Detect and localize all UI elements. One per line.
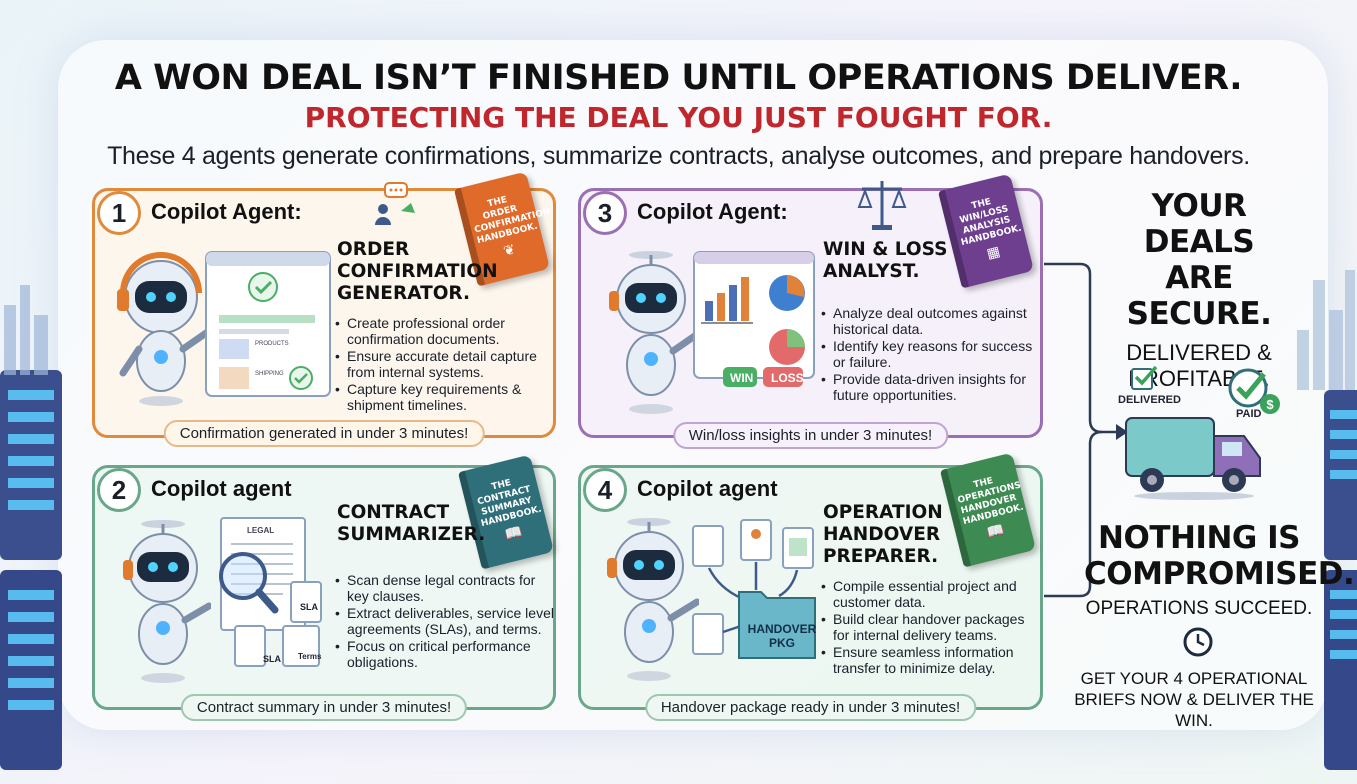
page-title: A WON DEAL ISN’T FINISHED UNTIL OPERATIO… [114, 58, 1243, 98]
win-badge: WIN [730, 371, 754, 385]
delivered-check-icon [1131, 365, 1158, 390]
card-number: 1 [97, 191, 141, 235]
list-item: Analyze deal outcomes against historical… [819, 305, 1041, 337]
feature-list: Analyze deal outcomes against historical… [819, 305, 1041, 404]
truck-icon [1125, 417, 1261, 500]
robot-icon [607, 518, 699, 681]
agent-card-contract-summarizer: 2 Copilot agent LEGAL SLA SLA Terms THE … [92, 454, 556, 721]
list-item: Provide data-driven insights for future … [819, 371, 1041, 403]
paid-check-icon: $ [1228, 368, 1280, 414]
agent-role-title: WIN & LOSS ANALYST. [823, 239, 948, 282]
list-item: Create professional order confirmation d… [333, 315, 555, 347]
card-number: 3 [583, 191, 627, 235]
agent-card-operation-handover: 4 Copilot agent HANDOVER PKG THE OPERATI… [578, 452, 1043, 721]
list-item: Ensure seamless information transfer to … [819, 644, 1041, 676]
header: A WON DEAL ISN’T FINISHED UNTIL OPERATIO… [0, 58, 1357, 172]
agent-role-title: ORDER CONFIRMATION GENERATOR. [337, 239, 498, 304]
list-item: Identify key reasons for success or fail… [819, 338, 1041, 370]
handover-folder-illustration [692, 519, 816, 659]
city-skyline-right [1297, 270, 1355, 390]
time-badge: Win/loss insights in under 3 minutes! [672, 422, 949, 449]
time-badge: Handover package ready in under 3 minute… [644, 694, 977, 721]
cta-text: GET YOUR 4 OPERATIONAL BRIEFS NOW & DELI… [1074, 669, 1314, 730]
list-item: Capture key requirements & shipment time… [333, 381, 555, 413]
robot-icon [609, 251, 701, 414]
loss-badge: LOSS [771, 371, 804, 385]
folder-label: HANDOVER PKG [747, 622, 817, 650]
list-item: Focus on critical performance obligation… [333, 638, 555, 670]
agent-label: Copilot agent [151, 476, 292, 501]
card-number: 2 [97, 468, 141, 512]
time-badge: Confirmation generated in under 3 minute… [163, 420, 485, 447]
page-subtitle: PROTECTING THE DEAL YOU JUST FOUGHT FOR. [304, 101, 1053, 134]
feature-list: Create professional order confirmation d… [333, 315, 555, 414]
scale-icon [857, 181, 907, 230]
screen-label-products: PRODUCTS [255, 341, 289, 347]
agent-label: Copilot Agent: [637, 199, 788, 224]
agent-role-title: OPERATION HANDOVER PREPARER. [823, 502, 943, 567]
outcome-heading: YOUR DEALS ARE SECURE. [1126, 188, 1272, 332]
agent-card-win-loss-analyst: 3 Copilot Agent: WIN LOSS THE WIN/LOSS A… [578, 173, 1043, 449]
card-number: 4 [583, 468, 627, 512]
win-loss-dashboard-illustration [693, 251, 815, 387]
agent-label: Copilot Agent: [151, 199, 302, 224]
doc-label-sla: SLA [300, 602, 318, 612]
clock-icon [1183, 627, 1213, 657]
server-rack-icon [0, 370, 62, 770]
chat-icon [375, 182, 415, 225]
contract-documents-illustration [219, 517, 322, 667]
city-skyline-left [4, 285, 48, 375]
robot-icon [117, 252, 209, 406]
outcome-subheading-2: OPERATIONS SUCCEED. [1085, 598, 1313, 619]
list-item: Ensure accurate detail capture from inte… [333, 348, 555, 380]
feature-list: Compile essential project and customer d… [819, 578, 1041, 677]
outcome-panel-bottom: NOTHING IS COMPROMISED. OPERATIONS SUCCE… [1060, 520, 1355, 622]
paid-label: PAID [1236, 408, 1262, 420]
list-item: Build clear handover packages for intern… [819, 611, 1041, 643]
list-item: Compile essential project and customer d… [819, 578, 1041, 610]
page-tagline: These 4 agents generate confirmations, s… [107, 142, 1250, 170]
time-badge: Contract summary in under 3 minutes! [180, 694, 468, 721]
order-screen-illustration [205, 251, 331, 397]
list-item: Scan dense legal contracts for key claus… [333, 572, 555, 604]
agent-label: Copilot agent [637, 476, 778, 501]
doc-label-legal: LEGAL [247, 526, 275, 535]
outcome-panel: YOUR DEALS ARE SECURE. DELIVERED & PROFI… [1060, 188, 1338, 392]
server-rack-icon [1324, 390, 1357, 770]
robot-icon [123, 520, 211, 683]
agent-role-title: CONTRACT SUMMARIZER. [337, 502, 486, 545]
doc-label-sla: SLA [263, 654, 281, 664]
feature-list: Scan dense legal contracts for key claus… [333, 572, 555, 671]
screen-label-shipping: SHIPPING [255, 371, 284, 377]
outcome-heading-2: NOTHING IS COMPROMISED. [1084, 520, 1355, 592]
connector-arrow [1044, 262, 1128, 598]
agent-card-order-confirmation: 1 Copilot Agent: PRODUCTS SHIPPING THE O… [92, 171, 556, 447]
doc-label-terms: Terms [298, 652, 322, 661]
svg-text:$: $ [1266, 397, 1274, 412]
list-item: Extract deliverables, service level agre… [333, 605, 555, 637]
delivered-label: DELIVERED [1118, 394, 1181, 406]
